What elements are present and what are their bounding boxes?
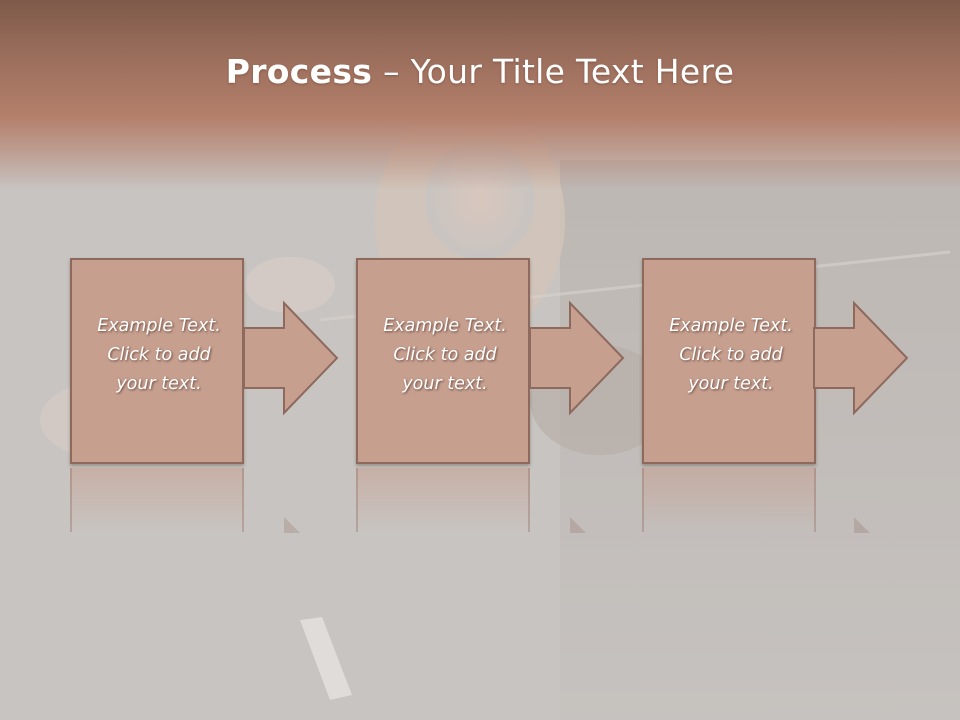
slide-title[interactable]: Process – Your Title Text Here: [0, 52, 960, 91]
process-step-2[interactable]: Example Text. Click to add your text.: [356, 258, 530, 464]
arrow-reflection-icon: [570, 517, 586, 533]
step-3-reflection: [642, 468, 816, 532]
title-rest: – Your Title Text Here: [372, 52, 735, 91]
step-2-text[interactable]: Example Text. Click to add your text.: [383, 316, 507, 394]
arrow-right-icon: [529, 300, 625, 416]
arrow-reflection-icon: [854, 517, 870, 533]
step-1-text[interactable]: Example Text. Click to add your text.: [97, 316, 221, 394]
step-3-text[interactable]: Example Text. Click to add your text.: [669, 316, 793, 394]
title-bold: Process: [225, 52, 373, 91]
step-2-reflection: [356, 468, 530, 532]
title-band: [0, 0, 960, 190]
arrow-right-icon: [243, 300, 339, 416]
process-step-1[interactable]: Example Text. Click to add your text.: [70, 258, 244, 464]
arrow-reflection-icon: [284, 517, 300, 533]
process-step-3[interactable]: Example Text. Click to add your text.: [642, 258, 816, 464]
step-1-reflection: [70, 468, 244, 532]
arrow-right-icon: [813, 300, 909, 416]
